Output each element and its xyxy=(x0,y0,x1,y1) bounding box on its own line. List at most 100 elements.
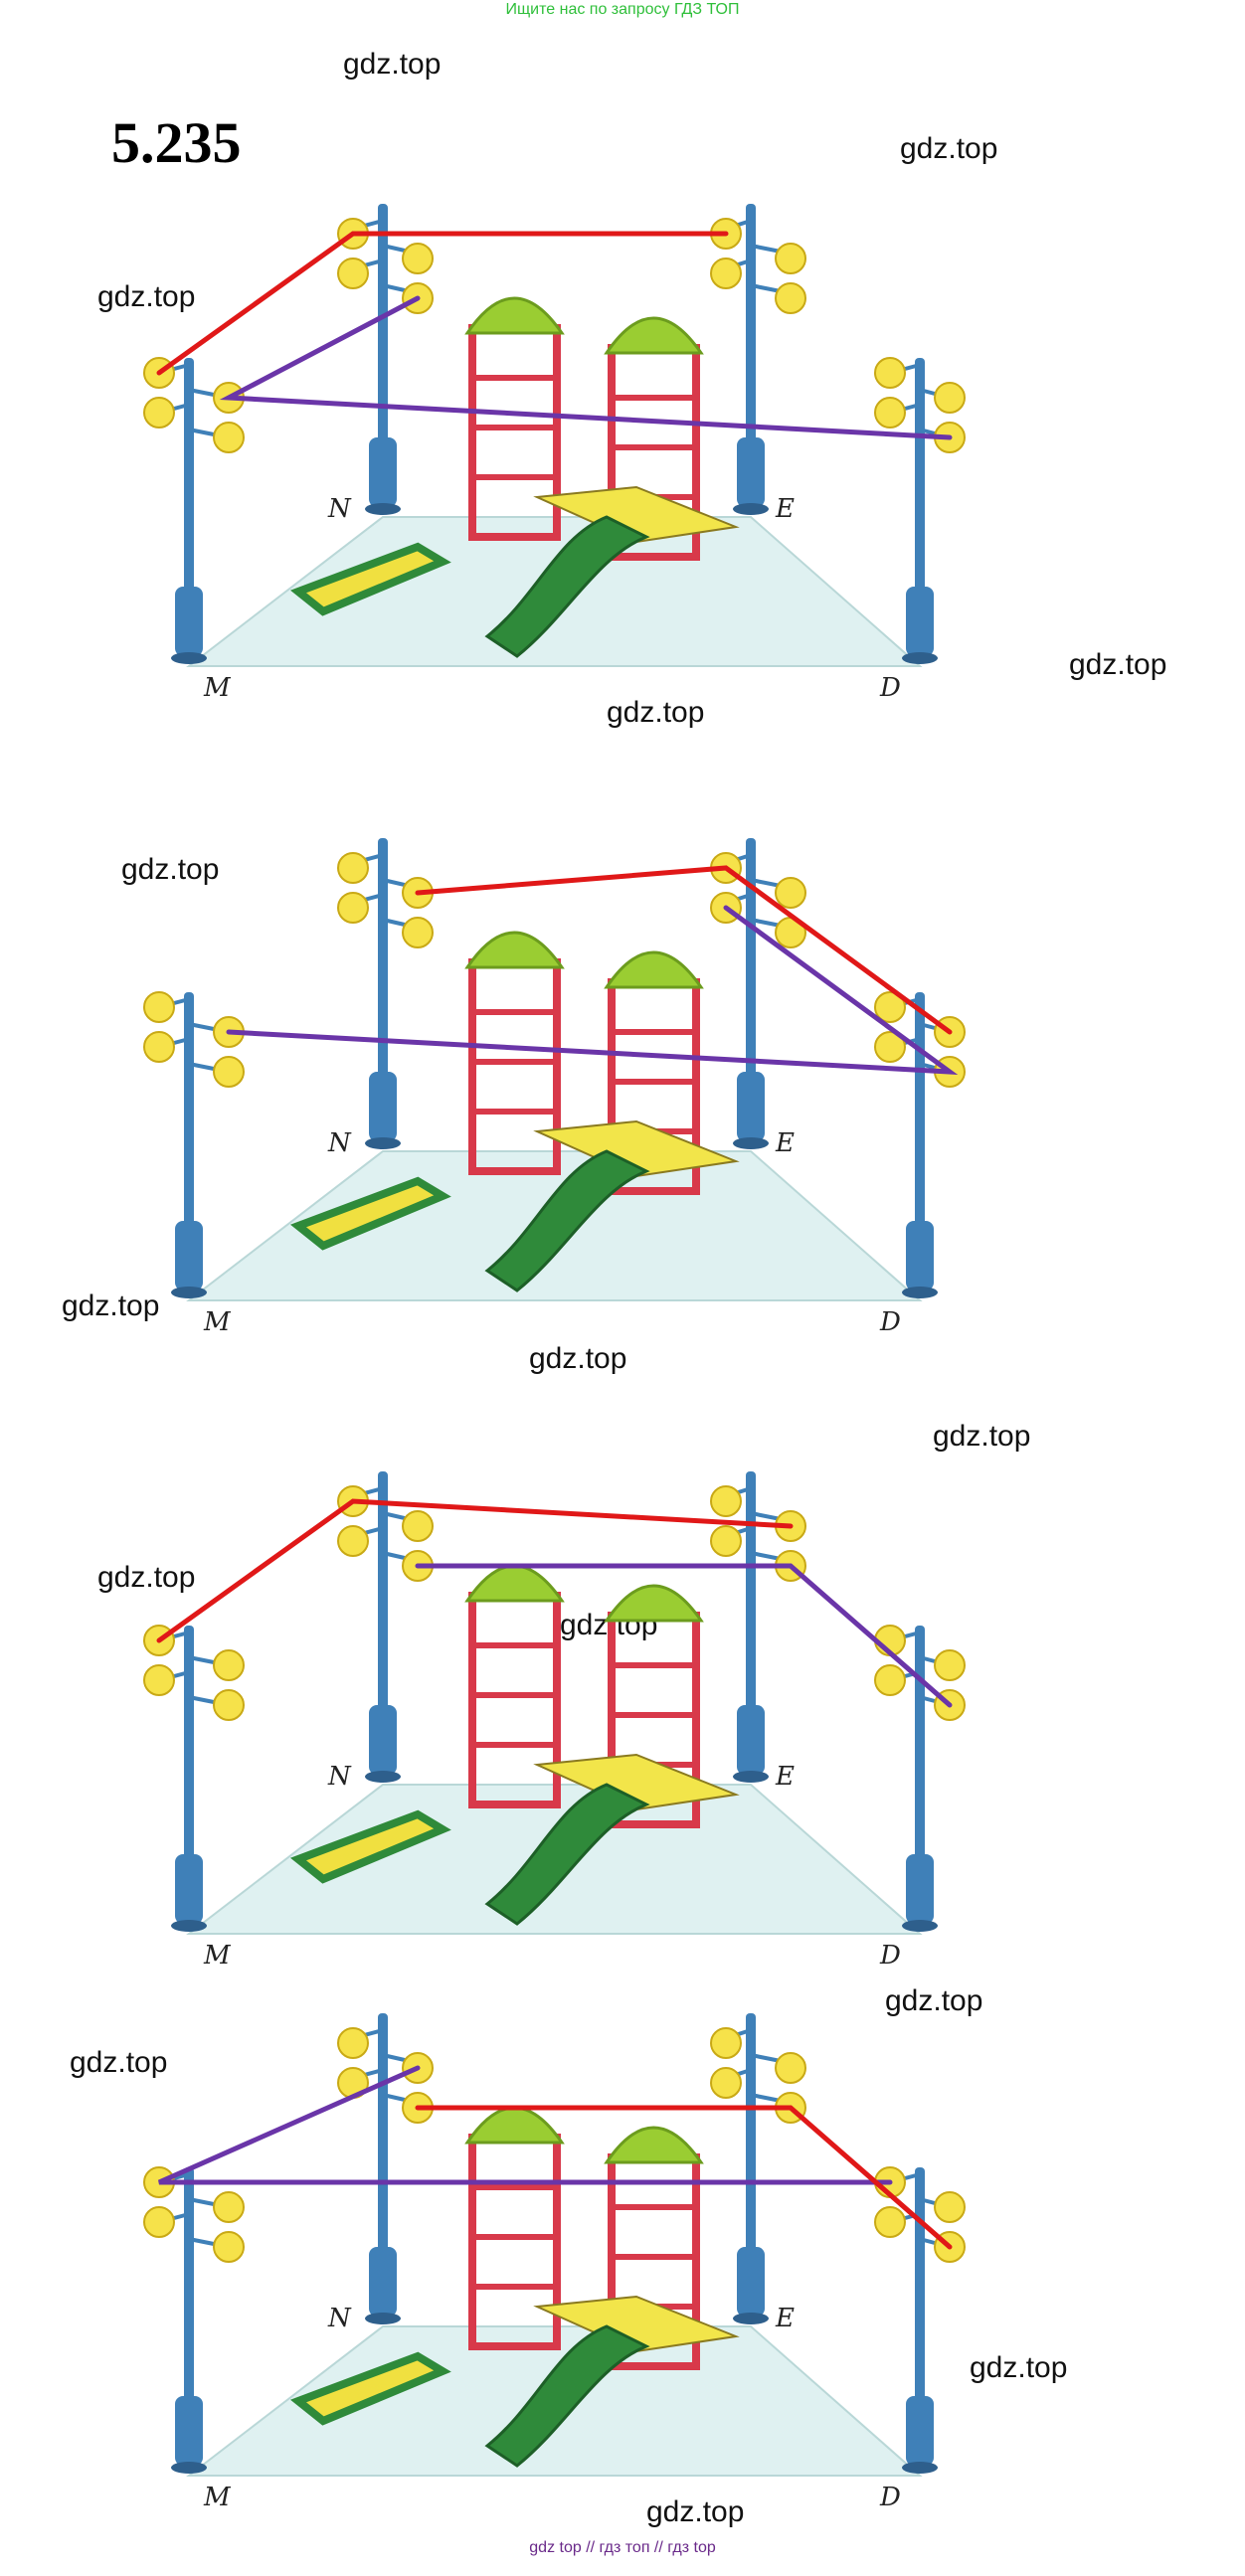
lamp-globe xyxy=(213,1689,245,1721)
red-route-line xyxy=(415,865,953,1035)
lamp-post xyxy=(378,2013,388,2267)
lamp-globe xyxy=(337,852,369,884)
vertex-label: E xyxy=(775,1762,795,1792)
lamp-post-foot xyxy=(733,1137,769,1149)
lamp-post-base xyxy=(175,1221,203,1290)
lamp-globe xyxy=(874,2206,906,2238)
lamp-globe xyxy=(143,397,175,429)
vertex-label: N xyxy=(327,2304,352,2333)
vertex-label: M xyxy=(203,1941,232,1971)
lamp-globe xyxy=(710,258,742,289)
lamp-post-foot xyxy=(733,1771,769,1783)
tower-roof xyxy=(464,931,565,969)
sandbox xyxy=(290,2351,451,2426)
lamp-post-base xyxy=(369,1705,397,1775)
lamp-globe xyxy=(874,1031,906,1063)
vertex-label: D xyxy=(879,1941,901,1971)
footer-links[interactable]: gdz top // гдз топ // гдз top xyxy=(529,2539,716,2556)
lamp-post xyxy=(915,1626,925,1874)
lamp-post xyxy=(184,358,194,606)
lamp-post xyxy=(746,838,756,1092)
lamp-globe xyxy=(213,2231,245,2263)
top-banner[interactable]: Ищите нас по запросу ГДЗ ТОП xyxy=(505,1,740,18)
tower-roof xyxy=(604,1584,704,1623)
lamp-post xyxy=(746,204,756,457)
lamp-post xyxy=(746,1471,756,1725)
vertex-label: N xyxy=(327,1128,352,1158)
lamp-post xyxy=(746,2013,756,2267)
lamp-post xyxy=(378,1471,388,1725)
lamp-post-base xyxy=(906,1221,934,1290)
lamp-globe xyxy=(710,2027,742,2059)
lamp-globe xyxy=(934,2191,966,2223)
lamp-post-foot xyxy=(733,2313,769,2324)
lamp-globe xyxy=(775,877,806,909)
watermark: gdz.top xyxy=(62,1289,160,1322)
lamp-globe xyxy=(143,1031,175,1063)
slide xyxy=(484,1783,650,1926)
lamp-post-base xyxy=(369,2247,397,2317)
lamp-post-base xyxy=(737,2247,765,2317)
lamp-post-base xyxy=(175,587,203,656)
lamp-post-base xyxy=(906,1854,934,1924)
watermark: gdz.top xyxy=(70,2046,168,2079)
vertex-label: E xyxy=(775,494,795,524)
tower-frame xyxy=(468,1592,561,1808)
lamp-globe xyxy=(874,357,906,389)
lamp-globe xyxy=(143,2206,175,2238)
lamp-post xyxy=(378,204,388,457)
lamp-globe xyxy=(775,2052,806,2084)
lamp-post-foot xyxy=(365,1137,401,1149)
purple-route-line xyxy=(415,1563,953,1708)
vertex-label: M xyxy=(203,1307,232,1337)
watermark: gdz.top xyxy=(933,1420,1031,1453)
lamp-post-foot xyxy=(902,1920,938,1932)
sandbox xyxy=(290,1809,451,1884)
lamp-globe xyxy=(337,892,369,924)
lamp-post-base xyxy=(175,1854,203,1924)
lamp-globe xyxy=(143,1664,175,1696)
lamp-globe xyxy=(874,1664,906,1696)
purple-route-line xyxy=(157,2065,893,2185)
slide xyxy=(484,2324,650,2468)
lamp-globe xyxy=(213,1649,245,1681)
watermark: gdz.top xyxy=(343,48,442,81)
lamp-globe xyxy=(710,1485,742,1517)
lamp-post xyxy=(915,2167,925,2416)
purple-route-line xyxy=(219,295,953,440)
lamp-globe xyxy=(337,2027,369,2059)
lamp-post-base xyxy=(737,437,765,507)
red-route-line xyxy=(415,2105,953,2250)
lamp-globe xyxy=(710,1525,742,1557)
lamp-post-base xyxy=(906,587,934,656)
tower-frame xyxy=(468,958,561,1175)
vertex-label: D xyxy=(879,673,901,703)
vertex-label: M xyxy=(203,673,232,703)
slide xyxy=(484,1149,650,1292)
lamp-post-foot xyxy=(171,1287,207,1298)
watermark: gdz.top xyxy=(607,696,705,729)
lamp-globe xyxy=(874,397,906,429)
lamp-post-foot xyxy=(171,2462,207,2474)
lamp-globe xyxy=(213,2191,245,2223)
red-route-line xyxy=(156,231,729,376)
watermark: gdz.top xyxy=(121,853,220,886)
lamp-globe xyxy=(934,382,966,414)
lamp-globe xyxy=(402,243,434,274)
watermark: gdz.top xyxy=(885,1984,983,2017)
watermark: gdz.top xyxy=(646,2495,745,2528)
lamp-post-foot xyxy=(902,1287,938,1298)
lamp-post-foot xyxy=(902,2462,938,2474)
lamp-post-foot xyxy=(365,1771,401,1783)
lamp-post-base xyxy=(906,2396,934,2466)
tower-roof xyxy=(604,2126,704,2164)
lamp-post xyxy=(184,992,194,1241)
tower-frame xyxy=(468,324,561,541)
lamp-post-base xyxy=(737,1072,765,1141)
lamp-globe xyxy=(710,2067,742,2099)
lamp-globe xyxy=(775,243,806,274)
